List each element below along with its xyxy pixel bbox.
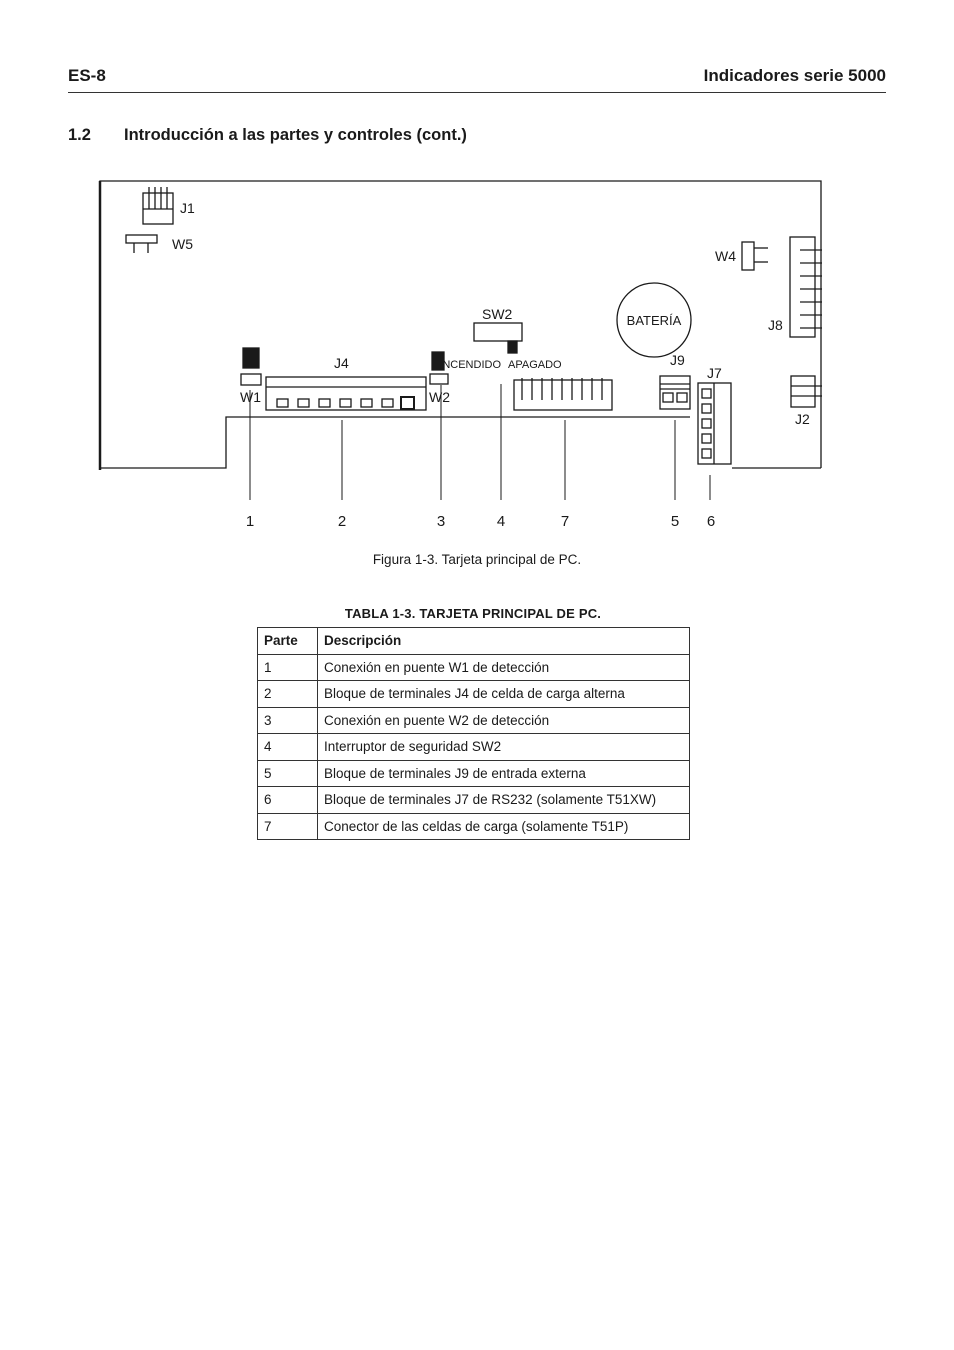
- part-description: Conexión en puente W1 de detección: [317, 653, 690, 681]
- label-j4: J4: [334, 355, 349, 371]
- table-row: 3 Conexión en puente W2 de detección: [257, 706, 690, 734]
- label-apagado: APAGADO: [508, 359, 562, 371]
- label-encendido: ENCENDIDO: [435, 359, 501, 371]
- section-heading: 1.2 Introducción a las partes y controles…: [68, 126, 467, 145]
- figure-caption: Figura 1-3. Tarjeta principal de PC.: [372, 552, 582, 567]
- part-description: Conector de las celdas de carga (solamen…: [317, 812, 690, 840]
- pc-board-diagram: J1 W5 W4 J8 SW2 BATERÍA J4 ENCENDIDO APA…: [98, 180, 822, 530]
- table-header-row: Parte Descripción: [257, 627, 690, 655]
- column-header-descripcion: Descripción: [317, 627, 690, 655]
- j4-terminal-block: [265, 376, 427, 411]
- label-w5: W5: [172, 236, 193, 252]
- label-bateria: BATERÍA: [627, 313, 682, 328]
- callout-6: 6: [707, 513, 715, 530]
- document-title: Indicadores serie 5000: [703, 66, 886, 85]
- table-title: TABLA 1-3. TARJETA PRINCIPAL DE PC.: [344, 606, 602, 621]
- callout-4: 4: [497, 513, 505, 530]
- table-row: 4 Interruptor de seguridad SW2: [257, 733, 690, 761]
- w1-jumper: [240, 347, 262, 386]
- callout-leaders: [249, 384, 711, 500]
- part-number: 5: [257, 759, 318, 787]
- part-description: Interruptor de seguridad SW2: [317, 733, 690, 761]
- label-w1: W1: [240, 389, 261, 405]
- part-number: 6: [257, 786, 318, 814]
- label-j7: J7: [707, 365, 722, 381]
- part-number: 7: [257, 812, 318, 840]
- page-header: ES-8 Indicadores serie 5000: [68, 66, 886, 93]
- battery: [616, 282, 692, 358]
- part-description: Bloque de terminales J9 de entrada exter…: [317, 759, 690, 787]
- part-number: 1: [257, 653, 318, 681]
- load-cell-connector: [513, 378, 613, 411]
- callout-5: 5: [671, 513, 679, 530]
- label-j2: J2: [795, 411, 810, 427]
- section-number: 1.2: [68, 126, 91, 144]
- part-number: 2: [257, 680, 318, 708]
- column-header-parte: Parte: [257, 627, 318, 655]
- label-j1: J1: [180, 200, 195, 216]
- part-description: Bloque de terminales J4 de celda de carg…: [317, 680, 690, 708]
- w4-jumper: [741, 241, 768, 271]
- j7-terminal-block: [697, 382, 732, 465]
- part-description: Conexión en puente W2 de detección: [317, 706, 690, 734]
- w5-jumper: [125, 234, 158, 253]
- callout-3: 3: [437, 513, 445, 530]
- sw2-switch: [473, 322, 523, 354]
- callout-1: 1: [246, 513, 254, 530]
- j2-connector: [790, 375, 822, 408]
- label-w4: W4: [715, 248, 736, 264]
- table-row: 5 Bloque de terminales J9 de entrada ext…: [257, 759, 690, 787]
- j1-connector: [142, 187, 174, 225]
- table-row: 7 Conector de las celdas de carga (solam…: [257, 812, 690, 840]
- label-sw2: SW2: [482, 306, 513, 322]
- board-bottom-left: [100, 416, 690, 469]
- page-number: ES-8: [68, 66, 106, 85]
- j9-terminal-block: [659, 375, 691, 410]
- part-description: Bloque de terminales J7 de RS232 (solame…: [317, 786, 690, 814]
- section-title: Introducción a las partes y controles (c…: [124, 126, 467, 144]
- part-number: 4: [257, 733, 318, 761]
- callout-7: 7: [561, 513, 569, 530]
- table-row: 6 Bloque de terminales J7 de RS232 (sola…: [257, 786, 690, 814]
- callout-2: 2: [338, 513, 346, 530]
- part-number: 3: [257, 706, 318, 734]
- label-w2: W2: [429, 389, 450, 405]
- table-row: 1 Conexión en puente W1 de detección: [257, 653, 690, 681]
- label-j8: J8: [768, 317, 783, 333]
- w2-jumper: [429, 351, 449, 385]
- j8-connector: [789, 236, 822, 338]
- parts-table: Parte Descripción 1 Conexión en puente W…: [257, 627, 690, 840]
- label-j9: J9: [670, 352, 685, 368]
- board-outline: [99, 180, 822, 468]
- table-row: 2 Bloque de terminales J4 de celda de ca…: [257, 680, 690, 708]
